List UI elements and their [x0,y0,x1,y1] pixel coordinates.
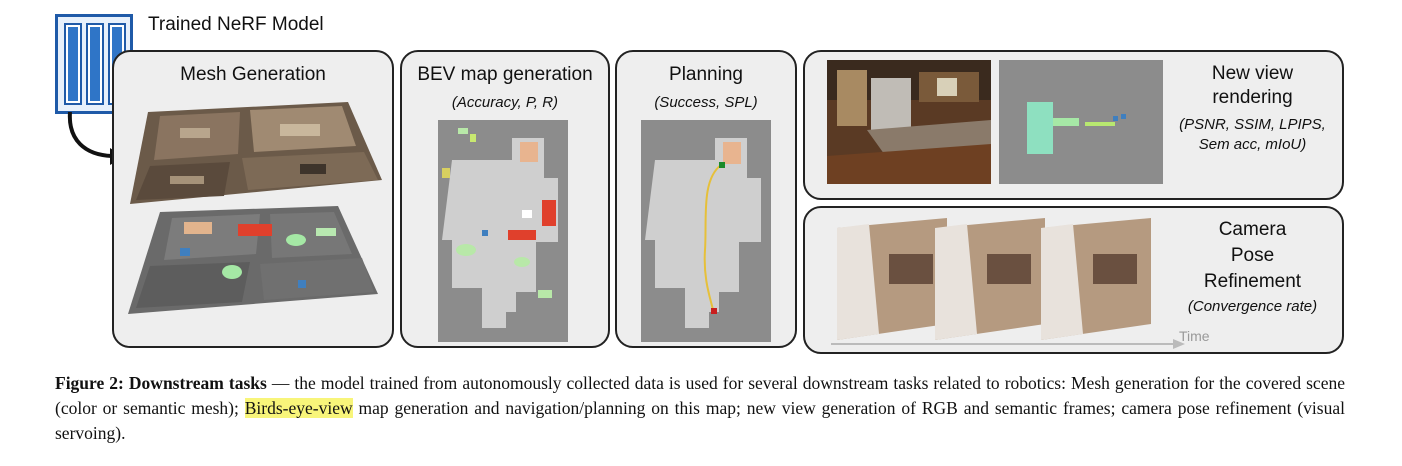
render-metrics-line1: (PSNR, SSIM, LPIPS, [1179,116,1326,133]
pose-title-line2: Pose [1230,245,1275,266]
pose-frames-image [831,218,1185,349]
caption-text-b: map generation and navigation/planning o… [55,398,1345,443]
planning-title: Planning [669,64,743,85]
model-label: Trained NeRF Model [148,14,324,35]
planning-metrics: (Success, SPL) [654,94,758,111]
time-label: Time [1179,328,1210,344]
pose-metrics: (Convergence rate) [1187,298,1318,315]
planning-map-image [641,120,771,342]
mesh-renders-image [128,102,382,314]
model-bar [86,23,104,105]
render-title-line2: rendering [1212,87,1293,108]
bev-panel: BEV map generation (Accuracy, P, R) [400,50,610,348]
model-bar [64,23,82,105]
bev-metrics: (Accuracy, P, R) [451,94,559,111]
figure-label: Figure 2: Downstream tasks [55,373,267,393]
planning-panel: Planning (Success, SPL) [615,50,797,348]
pose-panel: Time Camera Pose Refinement (Convergence… [803,206,1344,354]
rgb-render-image [827,60,991,184]
caption-text-a: — the model trained from autonomously co… [55,373,1345,418]
caption-highlight: Birds-eye-view [244,398,353,418]
bev-map-image [438,120,568,342]
pose-title-line1: Camera [1218,219,1287,240]
render-panel: New view rendering (PSNR, SSIM, LPIPS, S… [803,50,1344,200]
bev-title: BEV map generation [417,64,593,85]
render-title-line1: New view [1211,63,1294,84]
mesh-panel: Mesh Generation [112,50,394,348]
render-metrics-line2: Sem acc, mIoU) [1198,136,1307,153]
pose-title-line3: Refinement [1203,271,1302,292]
mesh-title: Mesh Generation [180,64,326,85]
semantic-render-image [999,60,1163,184]
figure-caption: Figure 2: Downstream tasks — the model t… [55,371,1345,446]
